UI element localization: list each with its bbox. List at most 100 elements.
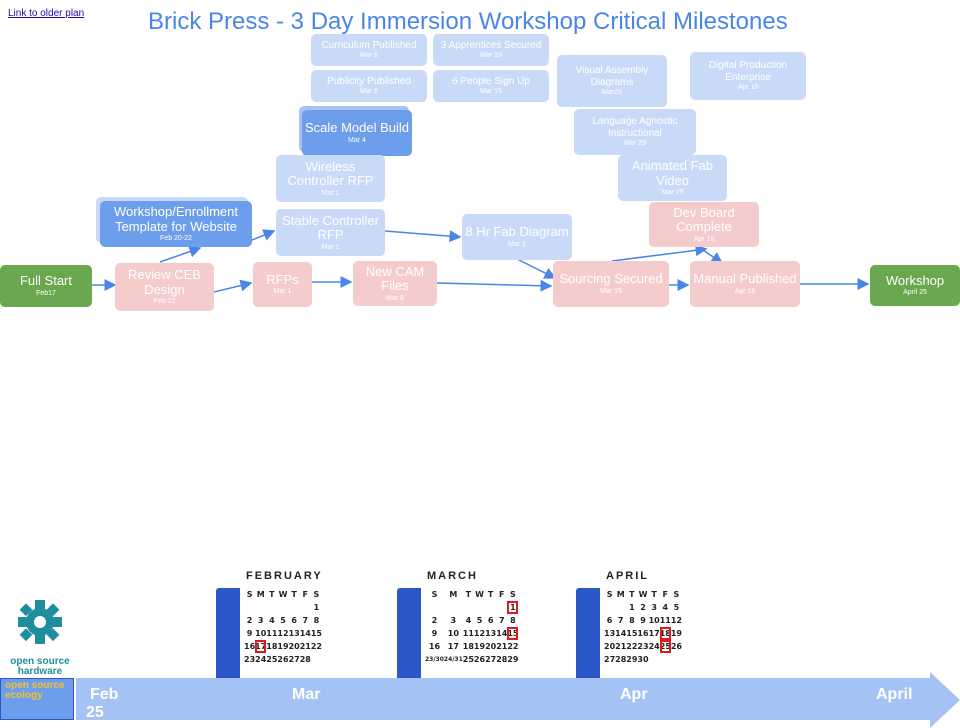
calendar-day: 28 (299, 655, 311, 664)
calendar-day: 11 (462, 629, 474, 638)
calendar-day: 2 (431, 616, 438, 625)
calendar-day: 7 (302, 616, 309, 625)
arrow-fab8-sourcing (514, 257, 557, 279)
calendar-day: 8 (629, 616, 635, 625)
arrow-reviewceb-rfps (213, 279, 253, 293)
calendar-day: 12 (277, 629, 289, 638)
calendar-day: 14 (496, 629, 508, 638)
calendar-day: 19 (473, 642, 486, 651)
calendar-day: 26 (670, 642, 682, 651)
calendar-weekday: S (606, 590, 613, 599)
calendar-day: 5 (673, 603, 680, 612)
arrow-stable-fab8 (384, 230, 462, 243)
calendar-day: 4 (465, 616, 472, 625)
calendar-day: 25 (266, 655, 278, 664)
calendar-weekday: M (256, 590, 265, 599)
calendar-day: 3 (257, 616, 264, 625)
calendar-day: 25 (462, 655, 474, 664)
arrow-reviewceb-template (159, 245, 202, 263)
calendar-day: 18 (266, 642, 278, 651)
calendar-day (474, 601, 485, 614)
calendar-day: 16 (244, 642, 256, 651)
calendar-day: 6 (487, 616, 494, 625)
calendar-weekday: T (629, 590, 635, 599)
arrow-template-stable (251, 229, 276, 241)
calendar-day: 1 (313, 603, 320, 612)
calendar-day: 12 (473, 629, 486, 638)
calendar-day: 24 (648, 642, 660, 651)
calendar-month-name: MARCH (427, 570, 478, 582)
calendar-weekday: S (673, 590, 680, 599)
calendar-bar (397, 588, 421, 682)
calendar-day (277, 601, 288, 614)
calendar-day: 21 (496, 642, 508, 651)
calendar-bar (216, 588, 240, 682)
calendar-weekday: T (651, 590, 657, 599)
calendar-weekday: T (487, 590, 494, 599)
node-template: Workshop/Enrollment Template for Website… (100, 201, 252, 247)
calendar-day (300, 601, 311, 614)
calendar-day: 10 (255, 629, 267, 638)
calendar-day: 17 (255, 640, 267, 653)
calendar-day: 30 (637, 655, 649, 664)
calendar-bar (576, 588, 600, 682)
calendar-day: 21 (299, 642, 311, 651)
calendar-weekday: M (449, 590, 458, 599)
calendar-day: 27 (288, 655, 300, 664)
calendar-day: 29 (507, 655, 519, 664)
calendar-day: 20 (485, 642, 497, 651)
calendar-day: 24/31 (443, 656, 463, 663)
calendar-day: 16 (637, 629, 649, 638)
calendar-day: 22 (626, 642, 638, 651)
calendar-day: 5 (280, 616, 286, 625)
page-title: Brick Press - 3 Day Immersion Workshop C… (148, 8, 788, 35)
ose-logo: open source ecology (0, 678, 74, 720)
calendar-weekday: W (278, 590, 288, 599)
calendar-day: 4 (269, 616, 275, 625)
timeline-label-apr: Apr (620, 686, 648, 703)
calendar-day: 22 (310, 642, 322, 651)
timeline-label-feb-day: 25 (86, 704, 104, 721)
calendar-day: 27 (485, 655, 497, 664)
timeline-label-april: April (876, 686, 913, 703)
calendar-day: 2 (640, 603, 646, 612)
calendar-day: 16 (428, 642, 441, 651)
calendar-day (444, 601, 463, 614)
calendar-day: 3 (651, 603, 657, 612)
calendar-weekday: W (638, 590, 648, 599)
calendar-weekday: W (475, 590, 484, 599)
calendar-day: 10 (447, 629, 459, 638)
calendar-weekday: T (465, 590, 472, 599)
calendar-month-name: APRIL (606, 570, 649, 582)
timeline-label-feb: Feb (90, 686, 119, 703)
calendar-day (266, 601, 277, 614)
calendar-day: 17 (447, 642, 459, 651)
calendar-day (485, 601, 496, 614)
calendar-day (615, 601, 626, 614)
older-plan-link[interactable]: Link to older plan (8, 8, 85, 19)
calendar-day (604, 601, 615, 614)
timeline-bar (76, 678, 930, 720)
calendar-day: 4 (662, 603, 669, 612)
calendar-day: 7 (617, 616, 624, 625)
calendar-day: 26 (473, 655, 486, 664)
osh-logo-text: open source hardware (10, 656, 70, 677)
calendar-weekday: S (313, 590, 320, 599)
calendar-day: 13 (604, 629, 616, 638)
